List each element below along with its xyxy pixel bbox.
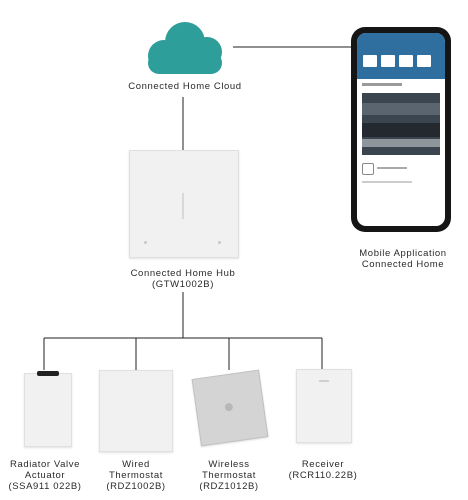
app-screen — [357, 33, 445, 226]
wired-thermostat — [99, 370, 173, 452]
receiver — [296, 369, 352, 443]
device-label-wired-thermostat: Wired Thermostat (RDZ1002B) — [106, 459, 166, 492]
hub-device — [129, 150, 239, 258]
cloud-icon — [148, 22, 222, 74]
room-photo — [362, 93, 440, 155]
device-label-radiator-valve: Radiator Valve Actuator (SSA911 022B) — [8, 459, 82, 492]
device-label-wireless-thermostat: Wireless Thermostat (RDZ1012B) — [199, 459, 259, 492]
radiator-valve-actuator — [24, 371, 72, 447]
cloud-label: Connected Home Cloud — [128, 81, 242, 92]
hub-label: Connected Home Hub (GTW1002B) — [130, 268, 236, 290]
wireless-thermostat — [191, 369, 269, 447]
smartphone-icon — [351, 27, 451, 232]
mobile-label: Mobile Application Connected Home — [359, 248, 447, 270]
app-header — [357, 33, 445, 79]
device-label-receiver: Receiver (RCR110.22B) — [288, 459, 358, 481]
